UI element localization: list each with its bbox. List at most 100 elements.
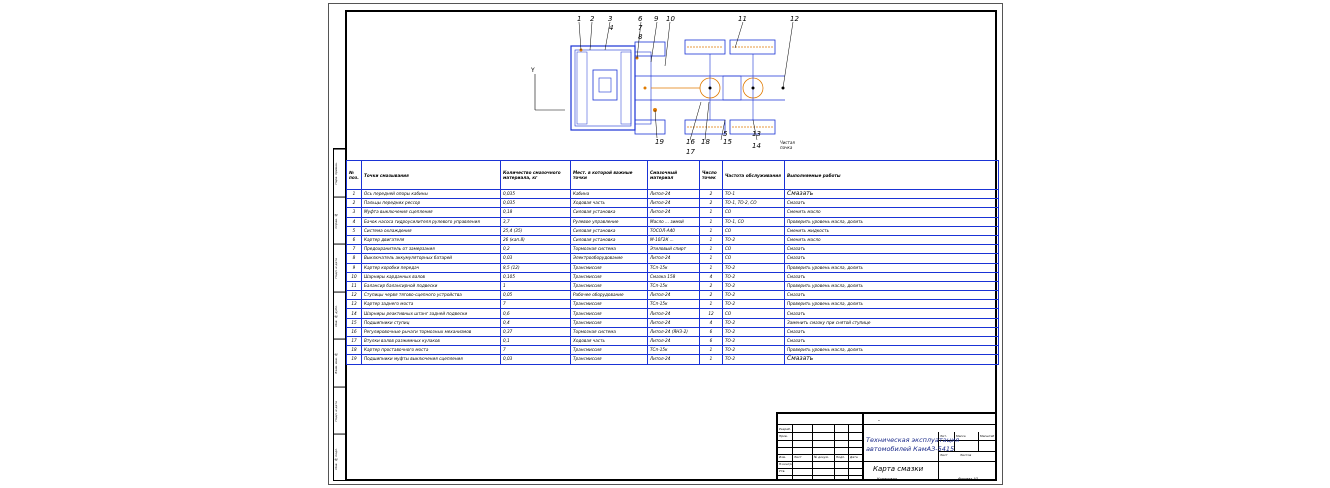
engine-block (592, 69, 618, 101)
table-cell: 0,2 (500, 244, 571, 255)
table-cell: Проверить уровень масла, долить (784, 262, 999, 273)
table-cell: М-10Г2К ... (647, 234, 700, 246)
table-cell: Трансмиссия (570, 354, 648, 365)
table-cell: Смазать (784, 271, 999, 282)
table-cell: ТСп-15к (647, 345, 700, 356)
callout-11: 11 (738, 15, 747, 23)
table-cell: 4 (699, 317, 723, 328)
table-cell: Ходовая часть (570, 198, 648, 209)
table-cell: Выключатель аккумуляторных батарей (361, 253, 501, 264)
table-header-cell: Число точек (699, 160, 723, 190)
table-cell: Балансир балансирной подвески (361, 280, 501, 292)
table-header-cell: Мест. в которой важные точки (570, 160, 648, 190)
table-cell: 6 (346, 234, 362, 246)
tb-label-6: Пров. (779, 434, 788, 438)
drawing-note: Чистая пачка (780, 140, 796, 150)
table-cell: Литол-24 (647, 188, 700, 200)
table-cell: 26 (кап.8) (500, 234, 571, 246)
table-cell: Сменить масло (784, 207, 999, 218)
table-cell: Масло ... зимой (647, 216, 700, 227)
axis-y-label: Y (530, 67, 535, 74)
table-cell: Проверить уровень масла, долить (784, 345, 999, 356)
table-cell: Шарниры карданных валов (361, 271, 501, 282)
table-cell: Смазать (784, 335, 999, 347)
tb-label-1: Лист (794, 455, 802, 459)
table-header-cell: Количество смазочного материала, кг (500, 160, 571, 190)
table-cell: Заменить смазку при снятой ступице (784, 317, 999, 328)
table-header-cell: Частота обслуживания (722, 160, 785, 190)
callout-12: 12 (790, 15, 799, 23)
table-cell: ТСп-15к (647, 262, 700, 273)
table-cell: 2 (699, 290, 723, 301)
table-cell: Смазать (784, 188, 999, 200)
table-cell: ТО-2 (722, 335, 785, 347)
cab-outline (570, 45, 636, 131)
table-cell: 0,03 (500, 253, 571, 264)
callout-2: 2 (590, 15, 595, 23)
table-header-cell: Выполняемые работы (784, 160, 999, 190)
table-cell: Тормозная система (570, 326, 648, 338)
table-cell: Трансмиссия (570, 317, 648, 328)
table-cell: Пальцы передних рессор (361, 198, 501, 209)
table-cell: Подшипники муфты выключения сцепления (361, 354, 501, 365)
tb-right-3: Лист (940, 453, 948, 457)
table-cell: ТО-1 (722, 188, 785, 200)
table-cell: 0,1 (500, 335, 571, 347)
table-cell: ТО-2 (722, 299, 785, 310)
table-cell: 18 (346, 345, 362, 356)
table-cell: ТО-1, ТО-2, СО (722, 198, 785, 209)
table-cell: Литол-24 (647, 354, 700, 365)
table-cell: Литол-24 (ЯНЗ-2) (647, 326, 700, 338)
table-cell: 7 (500, 345, 571, 356)
table-cell: Подшипники ступиц (361, 317, 501, 328)
table-cell: 1 (699, 225, 723, 236)
table-cell: 17 (346, 335, 362, 347)
tb-doc-name: Карта смазки (873, 465, 924, 473)
table-cell: 7 (346, 244, 362, 255)
table-cell: 0,18 (500, 207, 571, 218)
callout-14: 14 (752, 142, 761, 150)
table-cell: Сменить масло (784, 234, 999, 246)
table-cell: СО (722, 244, 785, 255)
table-cell: ТО-1, СО (722, 216, 785, 227)
tb-label-4: Дата (850, 455, 858, 459)
table-cell: СО (722, 207, 785, 218)
table-cell: Муфта выключения сцепления (361, 207, 501, 218)
table-cell: Проверить уровень масла, долить (784, 299, 999, 310)
table-cell: 0,37 (500, 326, 571, 338)
table-cell: Силовая установка (570, 234, 648, 246)
table-cell: Этиловый спирт (647, 244, 700, 255)
table-cell: Литол-24 (647, 207, 700, 218)
table-cell: 6 (699, 335, 723, 347)
tb-label-5: Разраб. (779, 427, 791, 431)
callout-17: 17 (686, 148, 695, 156)
table-cell: ТО-2 (722, 262, 785, 273)
table-cell: Трансмиссия (570, 299, 648, 310)
table-cell: Картер двигателя (361, 234, 501, 246)
table-cell: ТО-2 (722, 271, 785, 282)
tb-label-7: Н.контр. (779, 462, 793, 466)
tb-title-line1: Техническая эксплуатация (866, 436, 960, 444)
tb-label-0: Изм. (779, 455, 787, 459)
tb-title-line2: автомобилей КамАЗ-5415 (866, 445, 955, 453)
table-cell: 1 (699, 253, 723, 264)
table-cell: Шарниры реактивных штанг задней подвески (361, 308, 501, 319)
tb-right-2: Масштаб (980, 434, 995, 438)
table-cell: 3,7 (500, 216, 571, 227)
table-header-cell: Смазочный материал (647, 160, 700, 190)
table-cell: Литол-24 (647, 308, 700, 319)
table-cell: Силовая установка (570, 225, 648, 236)
table-cell: Литол-24 (647, 253, 700, 264)
table-cell: 1 (699, 262, 723, 273)
table-cell: Литол-24 (647, 198, 700, 209)
callout-5: 5 (723, 130, 728, 138)
